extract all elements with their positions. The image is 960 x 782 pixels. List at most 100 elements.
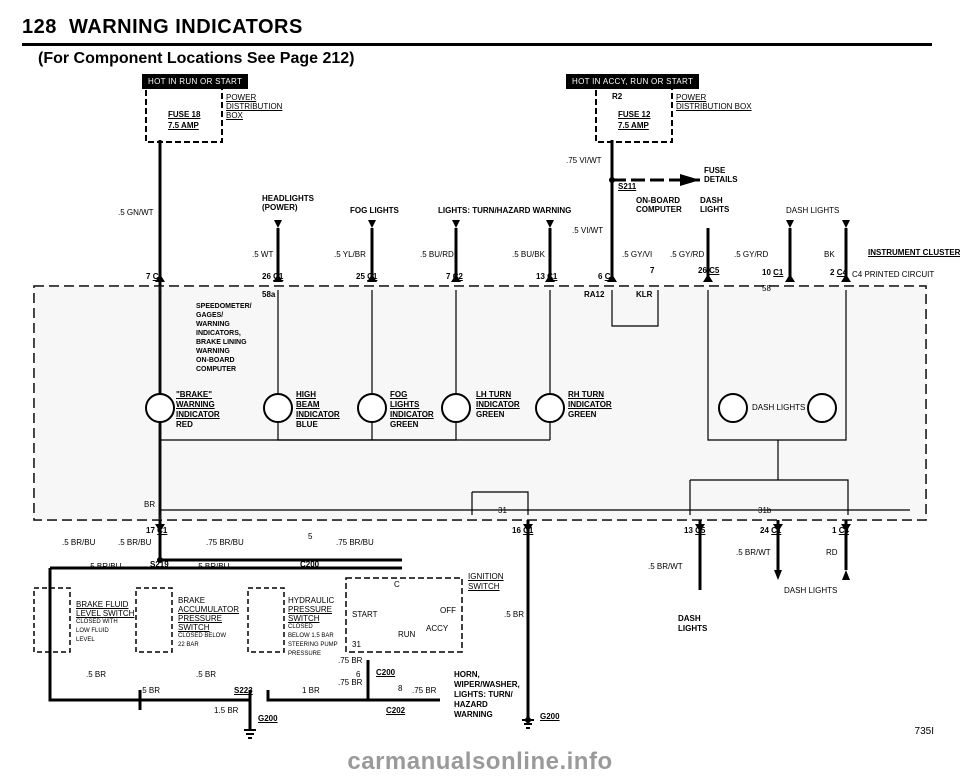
conn-c1-25: 25 C1	[356, 272, 378, 281]
wire-bu-rd: .5 BU/RD	[420, 250, 454, 259]
hot-run-start-tag: HOT IN RUN OR START	[142, 74, 249, 89]
pin-ra12: RA12	[584, 290, 605, 299]
conn-c1-26: 26 C1	[262, 272, 284, 281]
cluster-note: C4 PRINTED CIRCUIT	[852, 270, 935, 279]
conn-c1-6: 6 C1	[598, 272, 615, 281]
dash-lights-bottom: DASH LIGHTS	[784, 586, 838, 595]
wire-br-5d: .5 BR	[196, 670, 217, 679]
page-number: 128	[22, 16, 57, 38]
wire-rd: RD	[826, 548, 838, 557]
turn-hazard-label: LIGHTS: TURN/HAZARD WARNING	[438, 206, 572, 215]
wire-gn-wt: .5 GN/WT	[118, 208, 154, 217]
pin-58: 58	[762, 284, 771, 293]
wire-br-15: 1.5 BR	[214, 706, 239, 715]
onboard-label: ON-BOARD COMPUTER	[636, 196, 682, 214]
pin-klr: KLR	[636, 290, 653, 299]
conn-c1-7: 7 C1	[146, 272, 163, 281]
pin-5: 5	[308, 532, 313, 541]
fuse-12-label: FUSE 12	[618, 110, 651, 119]
ign-c: C	[394, 580, 400, 589]
wire-br-5: .5 BR	[504, 610, 525, 619]
cluster-title: INSTRUMENT CLUSTER	[868, 248, 960, 257]
s211-label: S211	[618, 182, 637, 191]
splice-s219: S219	[150, 560, 169, 569]
conn-c2-7: 7 C2	[446, 272, 463, 281]
conn-c200b: C200	[376, 668, 396, 677]
pin-31: 31	[498, 506, 507, 515]
ground-g200b: G200	[540, 712, 560, 721]
ign-off: OFF	[440, 606, 456, 615]
conn-c1-13: 13 C1	[536, 272, 558, 281]
conn-c1-10: 10 C1	[762, 268, 784, 277]
conn-c4-1: 1 C4	[832, 526, 849, 535]
ground-g200a: G200	[258, 714, 278, 723]
splice-s223: S223	[234, 686, 253, 695]
wire-vi-wt-75: .75 VI/WT	[566, 156, 602, 165]
hot-accy-tag: HOT IN ACCY, RUN OR START	[566, 74, 700, 89]
conn-c202: C202	[386, 706, 406, 715]
wire-br-bu-c: .5 BR/BU	[88, 562, 122, 571]
wire-br-bu-a: .5 BR/BU	[62, 538, 96, 547]
cluster-traces	[159, 290, 910, 515]
wire-br-5c: .5 BR	[140, 686, 161, 695]
wire-br-bu-75b: .75 BR/BU	[336, 538, 374, 547]
pin-6: 6	[356, 670, 361, 679]
conn-c5-26: 26 C5	[698, 266, 720, 275]
pin-58a: 58a	[262, 290, 276, 299]
watermark: carmanualsonline.info	[347, 748, 613, 775]
pin-31b: 31	[352, 640, 361, 649]
conn-c1-24: 24 C1	[760, 526, 782, 535]
fuse-details-label: FUSE DETAILS	[704, 166, 738, 184]
conn-c1-17: 17 C1	[146, 526, 168, 535]
ign-accy: ACCY	[426, 624, 449, 633]
wire-br-bu-d: .5 BR/BU	[196, 562, 230, 571]
wire-br-wt: .5 BR/WT	[648, 562, 683, 571]
title-text: WARNING INDICATORS	[69, 16, 303, 38]
wire-gy-vi: .5 GY/VI	[622, 250, 653, 259]
page-code: 735I	[914, 726, 934, 737]
connector-marks	[155, 174, 851, 723]
fuse-18-label: FUSE 18	[168, 110, 201, 119]
conn-c5-7: 7	[650, 266, 655, 275]
wire-bu-bk: .5 BU/BK	[512, 250, 545, 259]
page-subtitle: (For Component Locations See Page 212)	[38, 50, 355, 67]
fuse-18-rating: 7.5 AMP	[168, 121, 199, 130]
wire-br-top: BR	[144, 500, 156, 509]
headlights-label: HEADLIGHTS (POWER)	[262, 194, 314, 212]
wire-br-5b: .5 BR	[86, 670, 107, 679]
wire-br-75a: .75 BR	[338, 656, 363, 665]
fuse-box-left	[145, 87, 223, 143]
wire-br-wt-b: .5 BR/WT	[736, 548, 771, 557]
fog-lights-label: FOG LIGHTS	[350, 206, 399, 215]
ign-start: START	[352, 610, 378, 619]
conn-c4-2: 2 C4	[830, 268, 847, 277]
ign-run: RUN	[398, 630, 416, 639]
wire-br-bu-b: .5 BR/BU	[118, 538, 152, 547]
pin-8: 8	[398, 684, 403, 693]
wire-br-75b: .75 BR	[338, 678, 363, 687]
wire-br-bu-75a: .75 BR/BU	[206, 538, 244, 547]
dash-lights-cluster: DASH LIGHTS	[752, 403, 806, 412]
fuse-12-rating: 7.5 AMP	[618, 121, 649, 130]
wire-yl-br: .5 YL/BR	[334, 250, 366, 259]
wire-br-1: 1 BR	[302, 686, 320, 695]
conn-c200a: C200	[300, 560, 320, 569]
fuse-r2-id: R2	[612, 92, 623, 101]
ground-symbols	[244, 719, 534, 739]
fuse-left-box-label: POWER DISTRIBUTION BOX	[226, 93, 283, 120]
conn-c1-16: 16 C1	[512, 526, 534, 535]
wire-gy-rd-a: .5 GY/RD	[670, 250, 705, 259]
dash-lights-top2: DASH LIGHTS	[786, 206, 840, 215]
pin-31b-2: 31b	[758, 506, 772, 515]
